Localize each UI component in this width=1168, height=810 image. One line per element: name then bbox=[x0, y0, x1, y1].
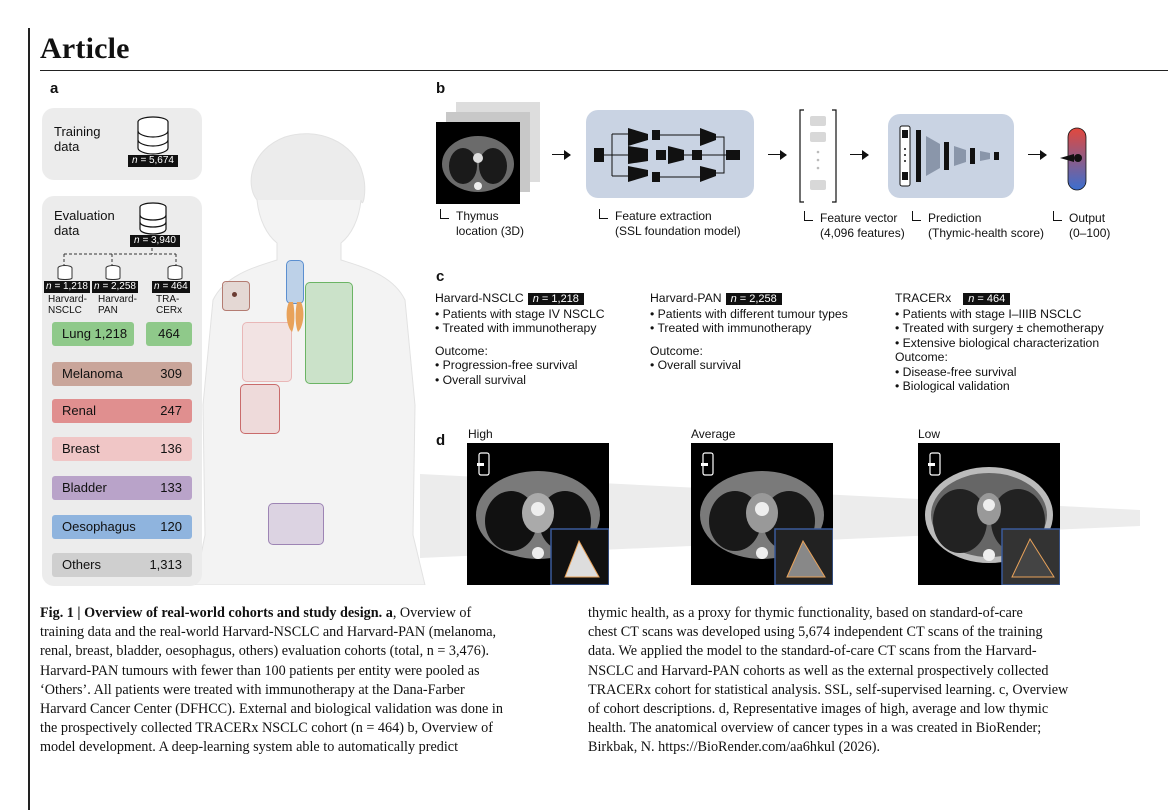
training-n-badge: n = 5,674 bbox=[128, 155, 178, 167]
caption-line: renal, breast, bladder, oesophagus, othe… bbox=[40, 643, 490, 660]
organ-bladder-box bbox=[268, 503, 324, 545]
cohort-row-lung: Lung 1,218 bbox=[52, 322, 134, 346]
caption-line: Birkbak, N. https://BioRender.com/aa6hku… bbox=[588, 739, 880, 756]
model-box-feature-extraction bbox=[586, 110, 754, 198]
ct-label-average: Average bbox=[691, 427, 736, 441]
subcohort-n-badge: n = 2,258 bbox=[92, 281, 138, 293]
caption-line: data. We applied the model to the standa… bbox=[588, 643, 1037, 660]
subcohort-name: Harvard-NSCLC bbox=[48, 294, 87, 316]
caption-left-lines: training data and the real-world Harvard… bbox=[40, 623, 580, 757]
cohort-split-lines bbox=[63, 248, 177, 266]
model-box-prediction bbox=[888, 114, 1014, 198]
organ-oesophagus-box bbox=[286, 260, 304, 304]
ct-slice-image bbox=[436, 122, 520, 204]
subcohort-name: Harvard-PAN bbox=[98, 294, 137, 316]
ct-image-high bbox=[467, 443, 609, 585]
caption-line: the prospectively collected TRACERx NSCL… bbox=[40, 720, 493, 737]
arrow-3 bbox=[850, 148, 869, 163]
panel-d-label: d bbox=[436, 432, 446, 449]
organ-breast-box bbox=[242, 322, 292, 382]
organ-renal-box bbox=[240, 384, 280, 434]
panel-b-label: b bbox=[436, 80, 446, 97]
step-caption-feature-extraction: Feature extraction(SSL foundation model) bbox=[599, 209, 741, 239]
caption-line: ‘Others’. All patients were treated with… bbox=[40, 681, 465, 698]
arrow-1 bbox=[552, 148, 571, 163]
step-caption-output: Output(0–100) bbox=[1053, 211, 1110, 241]
caption-line: NSCLC and Harvard-PAN cohorts as well as… bbox=[588, 662, 1049, 679]
panel-a-label: a bbox=[50, 80, 59, 97]
training-data-box: Training data n = 5,674 bbox=[42, 108, 202, 180]
caption-line: health. The anatomical overview of cance… bbox=[588, 720, 1042, 737]
training-label-2: data bbox=[54, 139, 80, 154]
section-title: Article bbox=[40, 32, 130, 65]
ct-image-average bbox=[691, 443, 833, 585]
caption-right-lines: thymic health, as a proxy for thymic fun… bbox=[588, 604, 1164, 758]
arrow-4 bbox=[1028, 148, 1047, 163]
caption-line: training data and the real-world Harvard… bbox=[40, 624, 497, 641]
caption-line: chest CT scans was developed using 5,674… bbox=[588, 624, 1043, 641]
subcohort-n-badge: n = 464 bbox=[152, 281, 190, 293]
step-caption-feature-vector: Feature vector(4,096 features) bbox=[804, 211, 905, 241]
thymus-icon bbox=[286, 302, 304, 332]
organ-lung-box bbox=[305, 282, 353, 384]
caption-line: thymic health, as a proxy for thymic fun… bbox=[588, 605, 1023, 621]
training-label-1: Training bbox=[54, 124, 101, 139]
prediction-network-icon bbox=[899, 125, 999, 187]
database-icon bbox=[139, 202, 167, 235]
figure-caption-right: thymic health, as a proxy for thymic fun… bbox=[588, 604, 1164, 758]
caption-line: Harvard-PAN tumours with fewer than 100 … bbox=[40, 662, 480, 679]
header-rule bbox=[40, 70, 1168, 71]
network-diagram-icon bbox=[594, 128, 740, 182]
arrow-2 bbox=[768, 148, 787, 163]
ct-label-high: High bbox=[468, 427, 493, 441]
feature-vector-icon bbox=[799, 109, 837, 203]
subcohort-db-icon bbox=[57, 265, 73, 280]
subcohort-name: TRA-CERx bbox=[156, 294, 183, 316]
caption-line: of cohort descriptions. d, Representativ… bbox=[588, 701, 1049, 718]
subcohort-n-badge: n = 1,218 bbox=[44, 281, 90, 293]
panel-c-label: c bbox=[436, 268, 445, 285]
melanoma-spot-icon bbox=[232, 292, 237, 297]
organ-melanoma-box bbox=[222, 281, 250, 311]
evaluation-data-box: Evaluation data n = 3,940 n = 1,218 n = … bbox=[42, 196, 202, 586]
figure-caption-left: Fig. 1 | Overview of real-world cohorts … bbox=[40, 604, 580, 758]
subcohort-db-icon bbox=[105, 265, 121, 280]
subcohort-db-icon bbox=[167, 265, 183, 280]
ct-image-low bbox=[918, 443, 1060, 585]
evaluation-n-badge: n = 3,940 bbox=[130, 235, 180, 247]
anatomy-silhouette bbox=[194, 133, 426, 585]
evaluation-label-1: Evaluation bbox=[54, 208, 115, 223]
ct-label-low: Low bbox=[918, 427, 941, 441]
step-caption-prediction: Prediction(Thymic-health score) bbox=[912, 211, 1044, 241]
caption-line: model development. A deep-learning syste… bbox=[40, 739, 459, 756]
caption-line: Harvard Cancer Center (DFHCC). External … bbox=[40, 701, 503, 718]
cohort-row-lung-tracerx: 464 bbox=[146, 322, 192, 346]
page-left-rule bbox=[28, 28, 30, 810]
database-icon bbox=[137, 116, 169, 155]
output-score-gauge bbox=[1060, 127, 1087, 191]
evaluation-label-2: data bbox=[54, 223, 80, 238]
caption-line: TRACERx cohort for statistical analysis.… bbox=[588, 681, 1069, 698]
